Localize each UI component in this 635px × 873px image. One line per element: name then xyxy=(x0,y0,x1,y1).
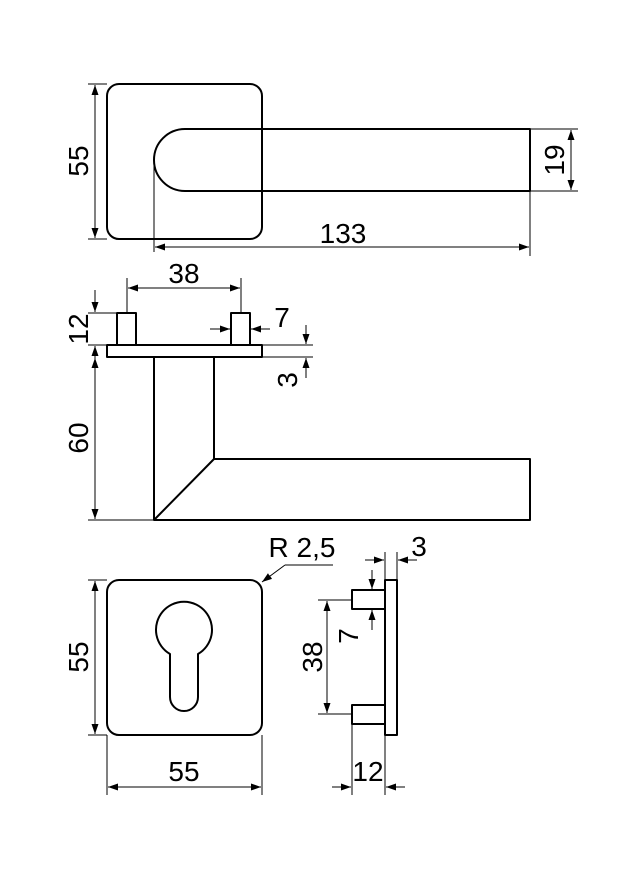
dim-side-pin-spacing: 38 xyxy=(297,641,328,672)
rose-square xyxy=(106,83,263,240)
pin-left xyxy=(116,312,137,346)
pin-right xyxy=(230,312,251,346)
dim-pin-height: 12 xyxy=(63,313,94,344)
escutcheon-view: R 2,5 55 55 xyxy=(63,532,335,795)
base-plate xyxy=(106,344,263,358)
lever-profile xyxy=(153,357,531,521)
top-view: 55 19 133 xyxy=(63,83,578,256)
dim-pin-spacing: 38 xyxy=(168,258,199,289)
dim-escutcheon-height: 55 xyxy=(63,641,94,672)
dim-lever-height: 19 xyxy=(539,144,570,175)
dim-lever-length: 133 xyxy=(320,218,367,249)
lever-top xyxy=(153,128,531,192)
dim-side-pin-width: 7 xyxy=(333,628,364,644)
dim-pin-width: 7 xyxy=(274,302,290,333)
dim-projection: 60 xyxy=(63,422,94,453)
escutcheon-side-view: 3 7 38 12 xyxy=(297,531,427,795)
dim-corner-radius: R 2,5 xyxy=(269,532,336,563)
side-view: 38 12 7 3 60 xyxy=(63,258,531,521)
escutcheon-square xyxy=(106,579,263,736)
lever-bevel xyxy=(153,458,215,521)
side-pin-bottom xyxy=(351,704,386,725)
dim-escutcheon-width: 55 xyxy=(168,756,199,787)
dim-rose-height: 55 xyxy=(63,145,94,176)
dim-side-pin-length: 12 xyxy=(352,756,383,787)
side-pin-top xyxy=(351,589,386,610)
keyhole-cutout xyxy=(155,600,213,712)
side-plate xyxy=(384,579,398,736)
dim-side-plate-thickness: 3 xyxy=(411,531,427,562)
dim-plate-thickness: 3 xyxy=(272,372,303,388)
